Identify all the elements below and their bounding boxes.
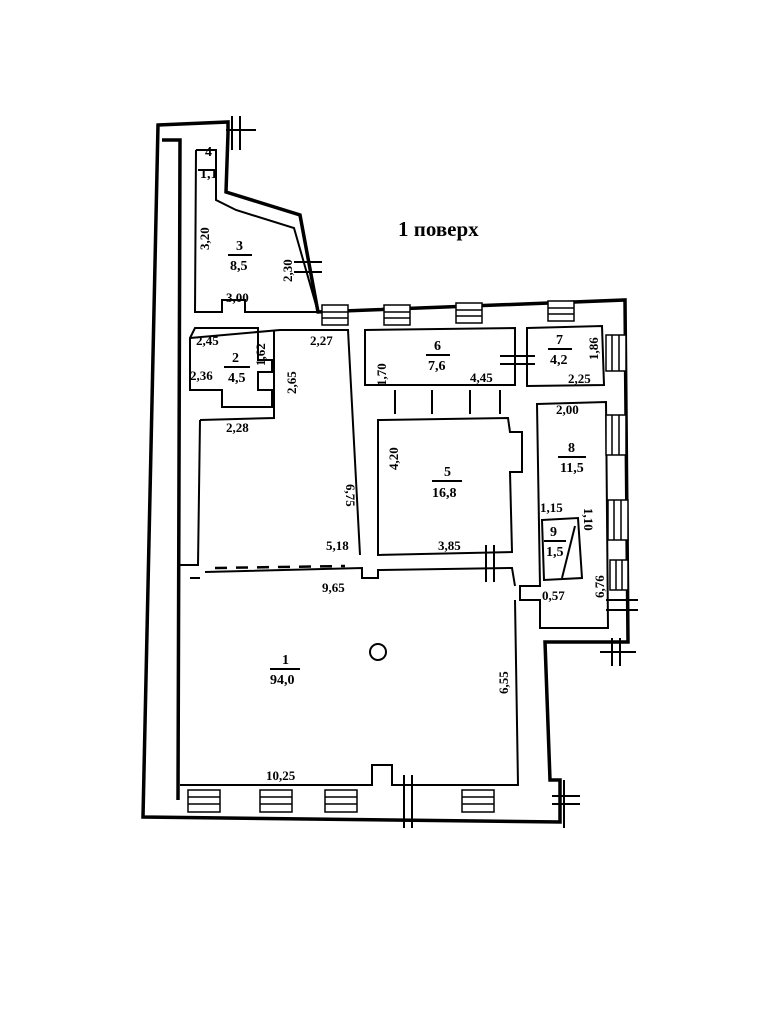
dim-3-85: 3,85 bbox=[438, 538, 461, 553]
room-labels: 4 1,1 3 8,5 2 4,5 6 7,6 7 4,2 5 16,8 8 1… bbox=[200, 145, 586, 688]
room-1-area: 94,0 bbox=[270, 673, 295, 688]
room-4-number: 4 bbox=[205, 145, 212, 160]
dim-2-65: 2,65 bbox=[284, 371, 299, 394]
dim-2-25: 2,25 bbox=[568, 371, 591, 386]
room-3-number: 3 bbox=[236, 239, 243, 254]
dim-6-55: 6,55 bbox=[496, 671, 511, 694]
dim-1-15: 1,15 bbox=[540, 500, 563, 515]
dim-1-86: 1,86 bbox=[586, 337, 601, 360]
room-4-area: 1,1 bbox=[200, 167, 218, 182]
dim-2-30: 2,30 bbox=[280, 259, 295, 282]
interior-walls bbox=[178, 149, 610, 786]
dim-2-28: 2,28 bbox=[226, 420, 249, 435]
room-8-number: 8 bbox=[568, 441, 575, 456]
room-7-area: 4,2 bbox=[550, 353, 568, 368]
dim-2-36: 2,36 bbox=[190, 368, 213, 383]
dim-2-00: 2,00 bbox=[556, 402, 579, 417]
room-9-area: 1,5 bbox=[546, 545, 564, 560]
room-7-number: 7 bbox=[556, 333, 563, 348]
room-5-area: 16,8 bbox=[432, 486, 457, 501]
room-8-area: 11,5 bbox=[560, 461, 584, 476]
dim-2-45: 2,45 bbox=[196, 333, 219, 348]
dim-1-10: 1,10 bbox=[581, 508, 596, 531]
room-1-number: 1 bbox=[282, 653, 289, 668]
dashed-partition bbox=[214, 564, 346, 570]
column-circle bbox=[369, 643, 387, 661]
dim-4-20: 4,20 bbox=[386, 447, 401, 470]
dim-3-20: 3,20 bbox=[197, 227, 212, 250]
dim-2-27: 2,27 bbox=[310, 333, 333, 348]
room-2-area: 4,5 bbox=[228, 371, 246, 386]
dim-4-45: 4,45 bbox=[470, 370, 493, 385]
dim-5-18: 5,18 bbox=[326, 538, 349, 553]
room-9-number: 9 bbox=[550, 525, 557, 540]
dim-9-65: 9,65 bbox=[322, 580, 345, 595]
room-2-number: 2 bbox=[232, 351, 239, 366]
room-3-area: 8,5 bbox=[230, 259, 248, 274]
dim-0-57: 0,57 bbox=[542, 588, 565, 603]
door-ticks bbox=[226, 116, 638, 828]
floor-title: 1 поверх bbox=[398, 217, 479, 241]
windows bbox=[187, 300, 629, 813]
room-6-area: 7,6 bbox=[428, 359, 446, 374]
dim-10-25: 10,25 bbox=[266, 768, 296, 783]
dim-3-00: 3,00 bbox=[226, 290, 249, 305]
dim-6-76: 6,76 bbox=[592, 575, 607, 598]
room-6-number: 6 bbox=[434, 339, 441, 354]
dim-1-70: 1,70 bbox=[374, 363, 389, 386]
dim-6-75: 6,75 bbox=[343, 484, 358, 507]
dimension-labels: 3,20 2,30 3,00 2,45 1,62 2,36 2,65 2,27 … bbox=[190, 227, 607, 783]
room-5-number: 5 bbox=[444, 465, 451, 480]
outer-walls bbox=[141, 120, 630, 824]
dim-1-62: 1,62 bbox=[253, 343, 268, 366]
